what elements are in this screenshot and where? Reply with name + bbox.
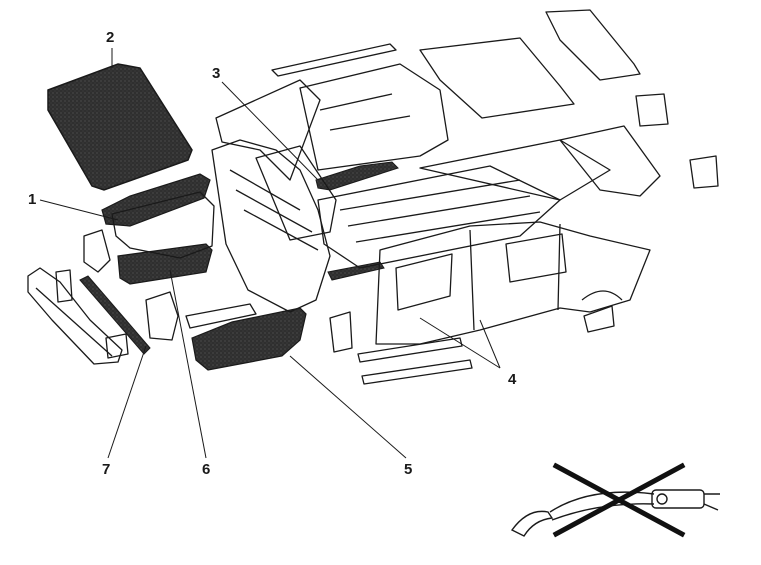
- dash-insulation-upper: [101, 173, 211, 227]
- front-bumper: [27, 267, 123, 365]
- rear-corner-bracket: [635, 93, 669, 127]
- body-panels: [27, 9, 719, 385]
- leader-lines: [39, 48, 501, 459]
- callout-2: 2: [106, 29, 115, 46]
- callout-6: 6: [202, 461, 211, 478]
- callout-1: 1: [28, 191, 37, 208]
- callout-5: 5: [404, 461, 413, 478]
- apron-left: [211, 139, 331, 313]
- body-side-doors: [375, 221, 651, 345]
- headlamp-bracket: [83, 229, 111, 273]
- callout-7: 7: [102, 461, 111, 478]
- rear-door-window: [505, 233, 567, 283]
- floor-pan: [317, 165, 561, 269]
- fender-liner-pad: [191, 307, 307, 371]
- rear-end-panel: [559, 125, 661, 197]
- hood-insulation-pad: [47, 63, 193, 191]
- floor-strip-insulation: [315, 161, 399, 191]
- dash-panel: [255, 145, 337, 241]
- bumper-strip-insulation: [79, 275, 151, 355]
- rear-floor: [419, 139, 611, 201]
- rocker-panel: [357, 337, 463, 363]
- callout-4: 4: [508, 371, 517, 388]
- windshield-frame: [215, 79, 321, 181]
- roof-panel-front: [419, 37, 575, 119]
- body-side-upper: [299, 63, 449, 171]
- dash-insulation-lower: [117, 243, 213, 285]
- front-door-window: [395, 253, 453, 311]
- cross-out-icon: [552, 462, 686, 538]
- roof-panel-rear: [545, 9, 641, 81]
- rear-wheel-arch: [581, 290, 623, 301]
- front-wheelhouse: [111, 191, 215, 259]
- callout-3: 3: [212, 65, 221, 82]
- radiator-support: [145, 291, 179, 341]
